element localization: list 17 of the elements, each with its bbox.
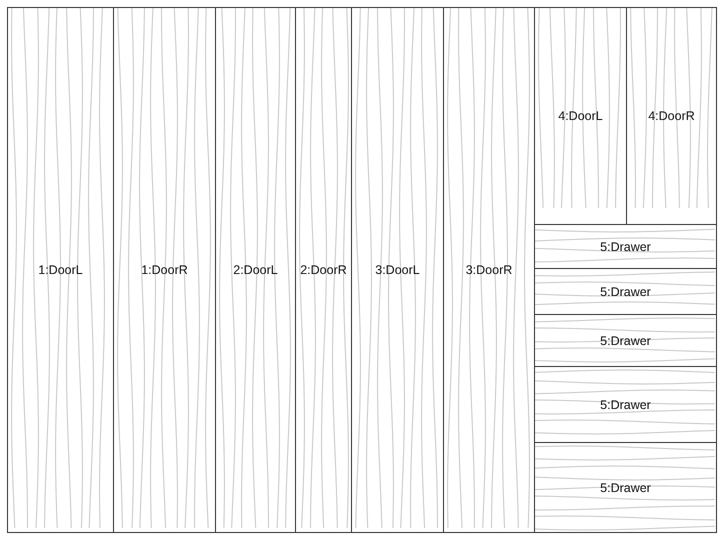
panel-label: 2:DoorL	[233, 263, 278, 277]
panel-label: 3:DoorR	[466, 263, 512, 277]
panel-label: 1:DoorL	[38, 263, 83, 277]
cut-panel	[626, 7, 717, 225]
panel-label: 1:DoorR	[141, 263, 188, 277]
cut-panel	[534, 224, 717, 269]
panel-label: 4:DoorR	[648, 109, 695, 123]
panel-label: 5:Drawer	[600, 334, 651, 348]
cut-panel	[534, 268, 717, 315]
panel-label: 5:Drawer	[600, 284, 651, 298]
panel-label: 3:DoorL	[375, 263, 420, 277]
cut-panel	[534, 366, 717, 443]
panel-label: 5:Drawer	[600, 480, 651, 494]
panel-label: 5:Drawer	[600, 240, 651, 254]
panel-label: 5:Drawer	[600, 398, 651, 412]
panel-label: 2:DoorR	[300, 263, 347, 277]
panel-label: 4:DoorL	[558, 109, 603, 123]
